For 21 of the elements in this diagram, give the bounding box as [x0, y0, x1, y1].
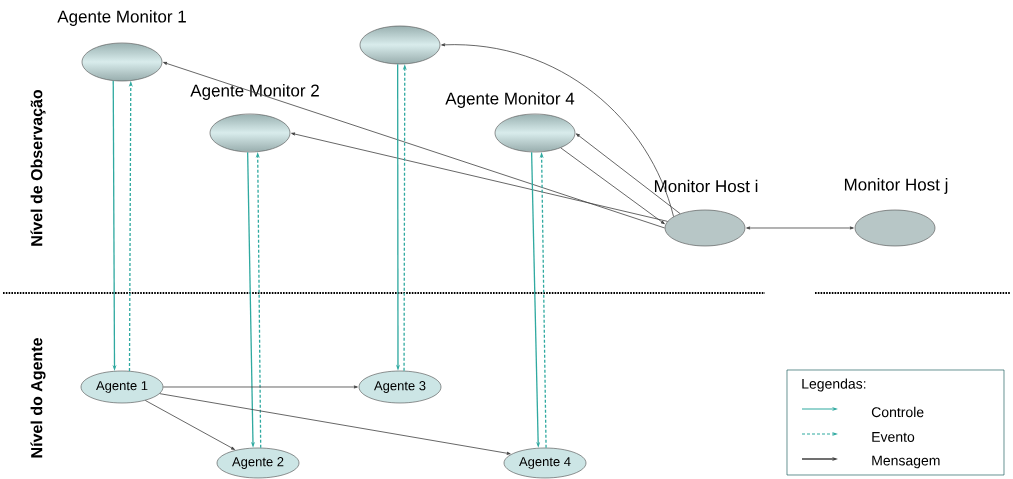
arrow [163, 62, 666, 229]
arrow [159, 393, 511, 455]
arrow [746, 226, 854, 230]
node-heading: Agente Monitor 1 [57, 10, 186, 26]
legend-text: Evento [872, 432, 915, 442]
arrow [441, 43, 674, 217]
arrow [144, 400, 235, 450]
legend-text: Controle [871, 406, 924, 418]
arrow [560, 147, 665, 225]
arrow [291, 132, 668, 222]
legend-title: Legendas: [802, 378, 866, 392]
node-heading: Agente Monitor 4 [445, 92, 575, 108]
arrow [575, 133, 681, 214]
level-label: Nível do Agente [30, 338, 46, 458]
node-heading: Monitor Host j [844, 178, 948, 194]
legend-text: Mensagem [872, 455, 940, 469]
monitor-ellipse [359, 25, 441, 65]
arrow [162, 385, 358, 389]
node-heading: Agente Monitor 2 [190, 84, 319, 100]
level-label: Nível de Observação [30, 89, 46, 246]
node-heading: Monitor Host i [654, 179, 758, 193]
